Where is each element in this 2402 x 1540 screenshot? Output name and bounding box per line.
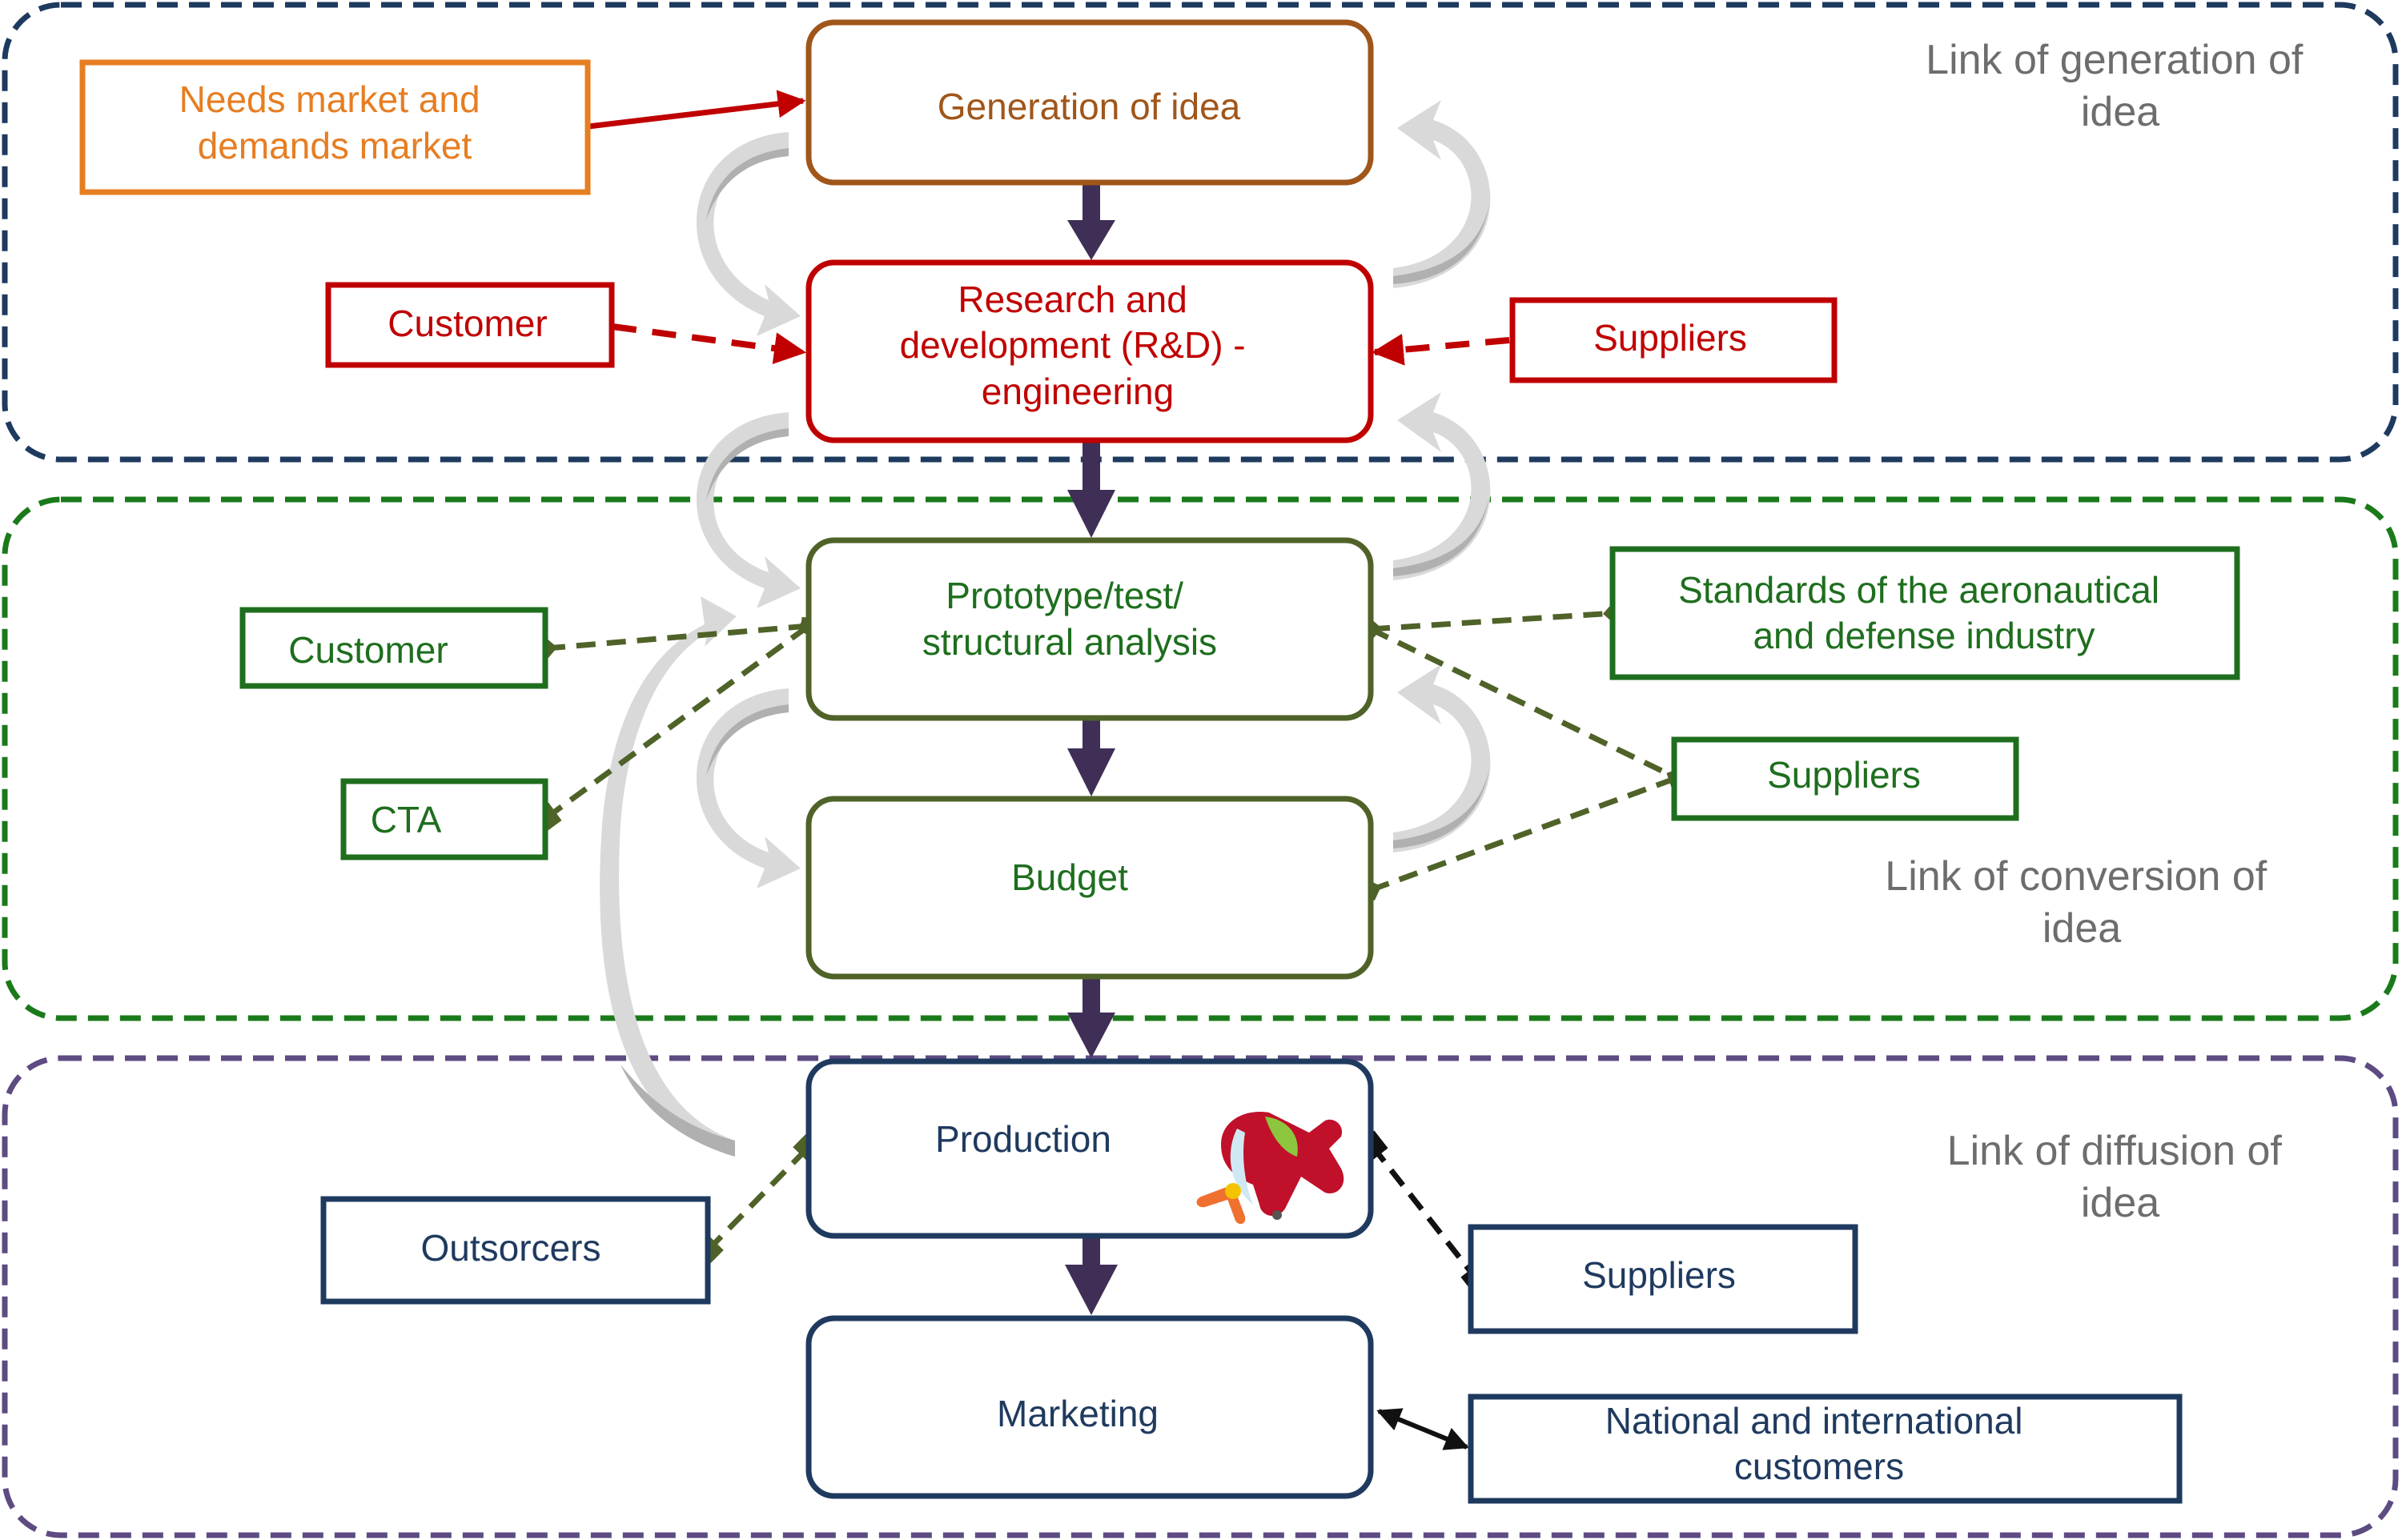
node-marketing-label: Marketing [997, 1393, 1159, 1434]
flow-arrow-generation-to-rnd [1067, 180, 1115, 260]
feedback-arrow-right-2 [1393, 392, 1491, 580]
connector-production-to-suppliers [1356, 1130, 1492, 1295]
region-label-generation: Link of generation of idea [1926, 37, 2315, 135]
flow-arrow-production-to-marketing [1065, 1233, 1118, 1315]
node-suppliers-rnd-label: Suppliers [1593, 317, 1747, 359]
node-marketing[interactable]: Marketing [805, 1315, 1374, 1499]
node-production-label: Production [935, 1118, 1111, 1160]
node-outsorcers[interactable]: Outsorcers [320, 1196, 711, 1305]
flow-arrows [1065, 180, 1118, 1315]
node-outsorcers-label: Outsorcers [421, 1227, 601, 1269]
node-needs-market[interactable]: Needs market and demands market [79, 59, 591, 195]
flow-arrow-budget-to-production [1067, 973, 1115, 1058]
node-generation-label: Generation of idea [938, 86, 1241, 127]
feedback-arrow-right-3 [1393, 664, 1491, 852]
flow-arrow-rnd-to-prototype [1067, 436, 1115, 538]
node-customer-rnd-label: Customer [388, 303, 547, 344]
connector-cta-to-prototype [530, 616, 818, 834]
connector-customer-to-rnd [612, 323, 806, 365]
flow-arrow-prototype-to-budget [1067, 715, 1115, 796]
feedback-arrow-left-3 [696, 688, 801, 888]
node-customer-prototype[interactable]: Customer [239, 607, 548, 689]
region-label-conversion: Link of conversion of idea [1885, 853, 2278, 952]
node-needs-market-label: Needs market and demands market [179, 78, 491, 166]
node-standards-label: Standards of the aeronautical and defens… [1678, 569, 2170, 656]
node-budget[interactable]: Budget [805, 796, 1374, 980]
node-prototype-label: Prototype/test/ structural analysis [922, 575, 1217, 663]
connector-outsorcers-to-production [692, 1131, 825, 1266]
node-suppliers-production-label: Suppliers [1582, 1254, 1736, 1296]
region-diffusion [2, 1055, 2399, 1538]
region-label-diffusion: Link of diffusion of idea [1947, 1128, 2294, 1226]
connector-prototype-to-suppliers [1369, 626, 1687, 788]
feedback-arrow-left-2 [696, 412, 801, 608]
airplane-icon [1196, 1112, 1344, 1225]
connector-marketing-to-customers [1376, 1408, 1469, 1450]
node-budget-label: Budget [1011, 856, 1128, 898]
connector-prototype-to-standards [1360, 602, 1625, 640]
region-generation [2, 2, 2399, 463]
node-generation[interactable]: Generation of idea [805, 19, 1374, 186]
node-customers-international[interactable]: National and international customers [1468, 1394, 2183, 1504]
node-rnd-label: Research and development (R&D) - enginee… [900, 279, 1256, 412]
feedback-arrow-right-1 [1393, 100, 1491, 288]
connectors [530, 90, 1687, 1450]
region-conversion [2, 496, 2399, 1021]
node-suppliers-production[interactable]: Suppliers [1468, 1224, 1858, 1334]
connector-needs-to-generation [588, 90, 806, 130]
node-customer-prototype-label: Customer [288, 629, 448, 671]
node-cta-label: CTA [371, 799, 442, 840]
node-suppliers-rnd[interactable]: Suppliers [1509, 297, 1838, 383]
node-rnd[interactable]: Research and development (R&D) - enginee… [805, 259, 1374, 443]
feedback-arrow-left-1 [696, 132, 801, 336]
node-prototype[interactable]: Prototype/test/ structural analysis [805, 537, 1374, 721]
connector-suppliers-to-rnd [1372, 333, 1510, 366]
node-standards[interactable]: Standards of the aeronautical and defens… [1609, 546, 2240, 680]
node-production[interactable]: Production [805, 1058, 1374, 1239]
connector-budget-to-suppliers [1360, 775, 1678, 901]
node-customer-rnd[interactable]: Customer [325, 282, 615, 368]
node-customers-international-label: National and international customers [1605, 1400, 2033, 1487]
feedback-arrow-production-to-prototype [600, 596, 737, 1157]
node-cta[interactable]: CTA [340, 778, 548, 860]
node-suppliers-conversion-label: Suppliers [1767, 754, 1921, 796]
node-suppliers-conversion[interactable]: Suppliers [1671, 736, 2019, 821]
